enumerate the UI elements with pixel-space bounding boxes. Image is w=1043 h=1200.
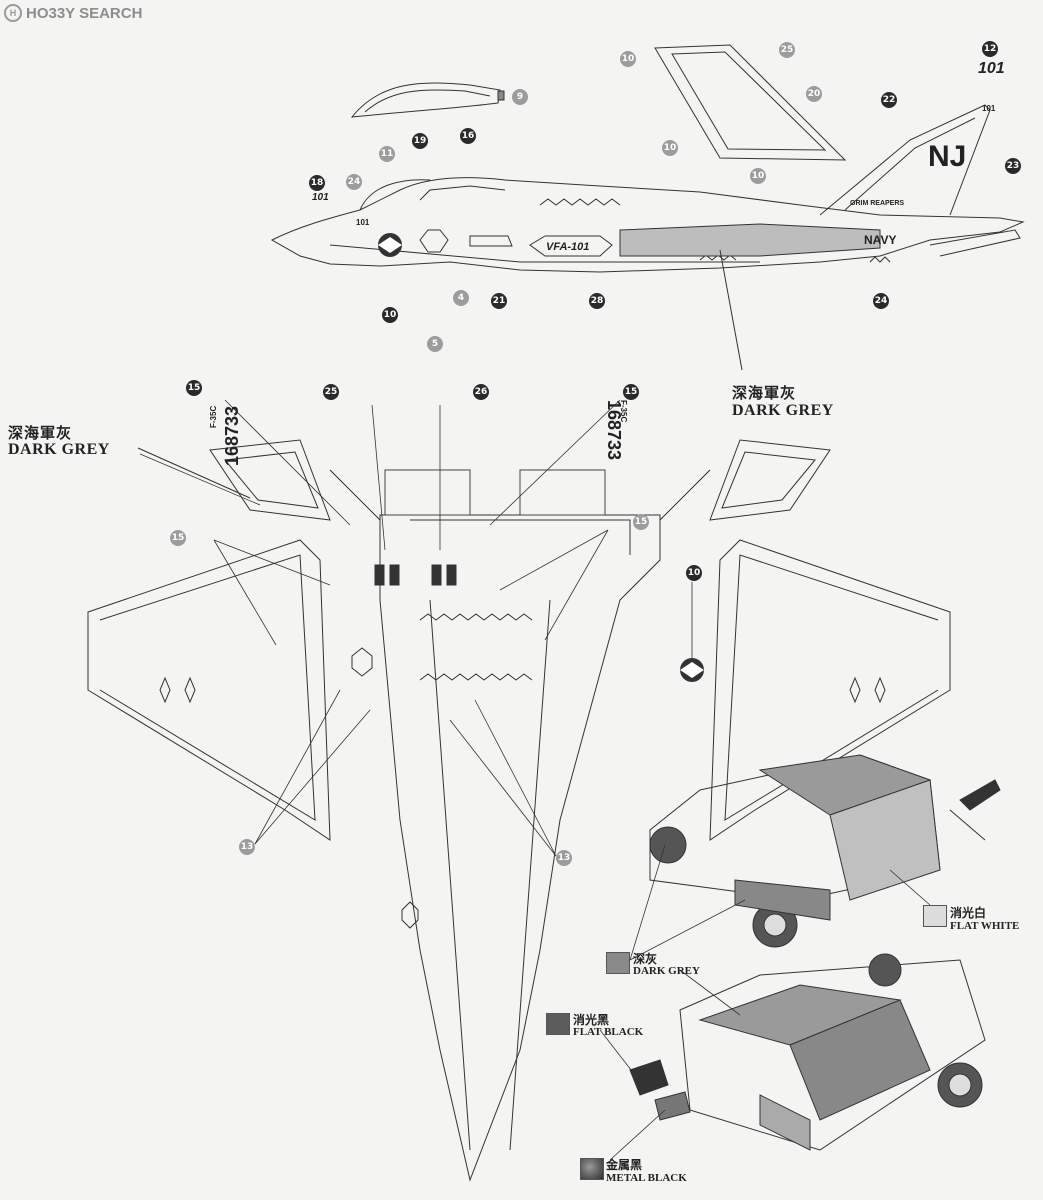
callout-25b: 25 <box>323 384 339 400</box>
dark-grey-leader-top <box>137 447 251 499</box>
modex-tail-small: 101 <box>982 104 996 113</box>
swatch-flat-black <box>546 1013 570 1035</box>
dark-grey-label-cn-side: 深海軍灰 <box>732 384 797 402</box>
callout-10b: 10 <box>662 140 678 156</box>
callout-13a: 13 <box>239 839 255 855</box>
callout-13b: 13 <box>556 850 572 866</box>
type-left: F-35C <box>209 405 218 428</box>
dark-grey-label-en-top: DARK GREY <box>8 441 110 458</box>
serial-left: 168733 <box>222 405 242 466</box>
callout-10c: 10 <box>750 168 766 184</box>
swatch-metal-black <box>580 1158 604 1180</box>
callout-4: 4 <box>453 290 469 306</box>
watermark-text: HO33Y SEARCH <box>26 4 143 22</box>
callout-23: 23 <box>1005 158 1021 174</box>
callout-11: 11 <box>379 146 395 162</box>
legend-flat-white-cn: 消光白 <box>950 906 987 920</box>
legend-metal-black-en: METAL BLACK <box>606 1172 687 1184</box>
callout-15d: 15 <box>633 514 649 530</box>
callout-10d: 10 <box>382 307 398 323</box>
legend-flat-white-en: FLAT WHITE <box>950 920 1020 932</box>
modex-tail: 101 <box>978 60 1005 77</box>
callout-15c: 15 <box>170 530 186 546</box>
legend-metal-black-cn: 金属黑 <box>606 1158 643 1172</box>
modex-nose: 101 <box>312 192 329 203</box>
swatch-dark-grey <box>606 952 630 974</box>
callout-10: 10 <box>620 51 636 67</box>
navy-text: NAVY <box>864 233 897 247</box>
callout-12: 12 <box>982 41 998 57</box>
swatch-flat-white <box>923 905 947 927</box>
watermark: H HO33Y SEARCH <box>4 4 142 22</box>
dark-grey-label-cn-top: 深海軍灰 <box>8 424 73 442</box>
legend-dark-grey-cn: 深灰 <box>633 952 658 966</box>
outer-wing-drawing <box>654 44 847 161</box>
canopy-drawing <box>350 82 505 118</box>
callout-10e: 10 <box>686 565 702 581</box>
top-view-drawing <box>87 439 951 1182</box>
callout-22: 22 <box>881 92 897 108</box>
callout-9: 9 <box>512 89 528 105</box>
tow-tractor-lower <box>629 953 986 1151</box>
legend-flat-black-en: FLAT BLACK <box>573 1026 644 1038</box>
callout-19: 19 <box>412 133 428 149</box>
top-view-leaders <box>139 399 693 857</box>
national-insignia-wing <box>680 658 704 682</box>
callout-24: 24 <box>346 174 362 190</box>
grim-reapers-text: GRIM REAPERS <box>850 200 905 207</box>
legend-leaders <box>599 844 931 1161</box>
dark-grey-label-en-side: DARK GREY <box>732 402 834 419</box>
type-right: F-35C <box>619 400 628 423</box>
hobby-search-logo-icon: H <box>4 4 22 22</box>
callout-26: 26 <box>473 384 489 400</box>
callout-18: 18 <box>309 175 325 191</box>
squadron-text: VFA-101 <box>546 241 590 253</box>
legend-flat-black-cn: 消光黑 <box>573 1013 610 1027</box>
callout-20: 20 <box>806 86 822 102</box>
callout-21: 21 <box>491 293 507 309</box>
tow-tractor-upper <box>649 754 1001 948</box>
callout-25: 25 <box>779 42 795 58</box>
callout-28: 28 <box>589 293 605 309</box>
callout-5: 5 <box>427 336 443 352</box>
callout-24b: 24 <box>873 293 889 309</box>
callout-15a: 15 <box>186 380 202 396</box>
modex-nose-small: 101 <box>356 218 370 227</box>
callout-16: 16 <box>460 128 476 144</box>
tail-code: NJ <box>928 140 967 173</box>
legend-dark-grey-en: DARK GREY <box>633 965 700 977</box>
dark-grey-leader-side <box>719 249 743 371</box>
national-insignia-side <box>378 233 402 257</box>
callout-15b: 15 <box>623 384 639 400</box>
